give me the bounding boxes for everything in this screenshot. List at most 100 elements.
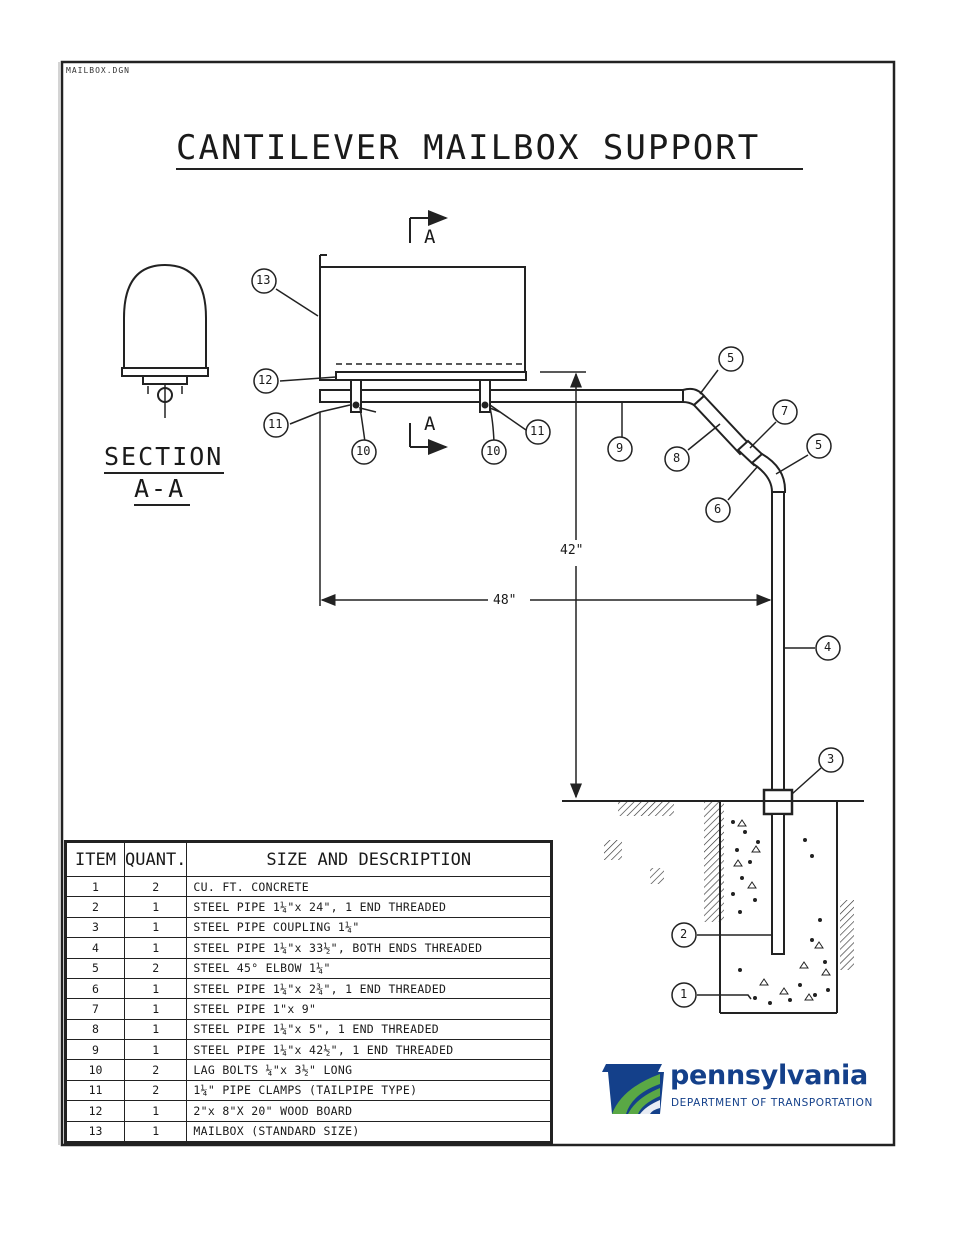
quantity-cell: 1 — [123, 977, 188, 1000]
concrete-aggregate — [731, 819, 831, 1005]
table-header-row: ITEM QUANT. SIZE AND DESCRIPTION — [66, 842, 551, 877]
logo-subtitle: DEPARTMENT OF TRANSPORTATION — [671, 1097, 873, 1109]
section-label-line1: SECTION — [104, 442, 224, 471]
callout-5-upper: 5 — [727, 351, 735, 365]
section-underline-2 — [134, 504, 190, 506]
sheet-border — [60, 60, 896, 1147]
header-quantity: QUANT. — [123, 842, 188, 877]
quantity-cell: 1 — [123, 896, 188, 918]
item-cell: 9 — [66, 1038, 125, 1061]
logo-wordmark: pennsylvania — [670, 1060, 868, 1091]
quantity-cell: 2 — [123, 1079, 188, 1102]
ground-hatch — [604, 802, 854, 970]
item-cell: 5 — [66, 957, 125, 979]
header-item: ITEM — [66, 842, 125, 877]
quantity-cell: 1 — [123, 998, 188, 1020]
horizontal-pipe — [319, 389, 684, 403]
description-cell: STEEL PIPE 1¼"x 24", 1 END THREADED — [186, 896, 551, 918]
section-underline-1 — [104, 472, 224, 474]
item-cell: 2 — [66, 896, 125, 918]
item-cell: 4 — [66, 937, 125, 959]
item-cell: 8 — [66, 1018, 125, 1041]
drawing-title: CANTILEVER MAILBOX SUPPORT — [176, 128, 761, 168]
item-cell: 1 — [66, 875, 125, 898]
title-underline — [176, 168, 803, 170]
description-cell: MAILBOX (STANDARD SIZE) — [186, 1120, 551, 1142]
item-cell: 12 — [66, 1100, 125, 1122]
section-marker-bottom: A — [424, 413, 436, 435]
dimension-width-label: 48" — [491, 593, 519, 608]
section-marker-top: A — [424, 226, 436, 248]
dimension-width — [319, 412, 772, 606]
callout-6: 6 — [714, 502, 722, 516]
section-a-a-detail — [121, 263, 209, 418]
quantity-cell: 1 — [123, 937, 188, 959]
callout-10-right: 10 — [486, 444, 501, 458]
description-cell: LAG BOLTS ¼"x 3½" LONG — [186, 1059, 551, 1081]
file-name: MAILBOX.DGN — [66, 66, 130, 75]
quantity-cell: 1 — [123, 1038, 188, 1061]
quantity-cell: 2 — [123, 875, 188, 898]
item-cell: 11 — [66, 1079, 125, 1102]
callout-12: 12 — [258, 373, 273, 387]
item-cell: 10 — [66, 1059, 125, 1081]
quantity-cell: 1 — [123, 1018, 188, 1041]
callout-9: 9 — [616, 441, 624, 455]
item-cell: 3 — [66, 916, 125, 939]
concrete-footing — [719, 802, 838, 1014]
description-cell: 2"x 8"X 20" WOOD BOARD — [186, 1100, 551, 1122]
description-cell: STEEL PIPE 1¼"x 42½", 1 END THREADED — [186, 1038, 551, 1061]
description-cell: STEEL PIPE 1¼"x 2¾", 1 END THREADED — [186, 977, 551, 1000]
diagonal-pipe-8 — [692, 394, 752, 456]
vertical-pipe — [771, 491, 785, 791]
mailbox — [319, 254, 526, 381]
quantity-cell: 2 — [123, 957, 188, 979]
callout-1: 1 — [680, 987, 688, 1001]
wood-board — [335, 371, 527, 381]
pipe-clamps — [350, 379, 491, 413]
penndot-keystone-logo — [602, 1064, 664, 1114]
description-cell: 1¼" PIPE CLAMPS (TAILPIPE TYPE) — [186, 1079, 551, 1102]
description-cell: STEEL PIPE COUPLING 1¼" — [186, 916, 551, 939]
item-cell: 7 — [66, 998, 125, 1020]
callout-11-left: 11 — [268, 417, 283, 431]
quantity-cell: 1 — [123, 1120, 188, 1142]
callout-4: 4 — [824, 640, 832, 654]
dimension-height-label: 42" — [558, 543, 586, 558]
description-cell: STEEL PIPE 1"x 9" — [186, 998, 551, 1020]
quantity-cell: 2 — [123, 1059, 188, 1081]
quantity-cell: 1 — [123, 1100, 188, 1122]
elbow-lower — [750, 452, 787, 493]
section-cut-marker-top — [409, 210, 448, 243]
quantity-cell: 1 — [123, 916, 188, 939]
callout-13: 13 — [256, 273, 271, 287]
callout-7: 7 — [781, 404, 789, 418]
callout-8: 8 — [673, 451, 681, 465]
description-cell: CU. FT. CONCRETE — [186, 875, 551, 898]
description-cell: STEEL PIPE 1¼"x 5", 1 END THREADED — [186, 1018, 551, 1041]
description-cell: STEEL PIPE 1¼"x 33½", BOTH ENDS THREADED — [186, 937, 551, 959]
description-cell: STEEL 45° ELBOW 1¼" — [186, 957, 551, 979]
buried-pipe — [771, 813, 785, 955]
callout-3: 3 — [827, 752, 835, 766]
callout-2: 2 — [680, 927, 688, 941]
header-description: SIZE AND DESCRIPTION — [186, 842, 551, 877]
item-cell: 13 — [66, 1120, 125, 1142]
callout-balloons — [251, 268, 844, 1008]
callout-10-left: 10 — [356, 444, 371, 458]
